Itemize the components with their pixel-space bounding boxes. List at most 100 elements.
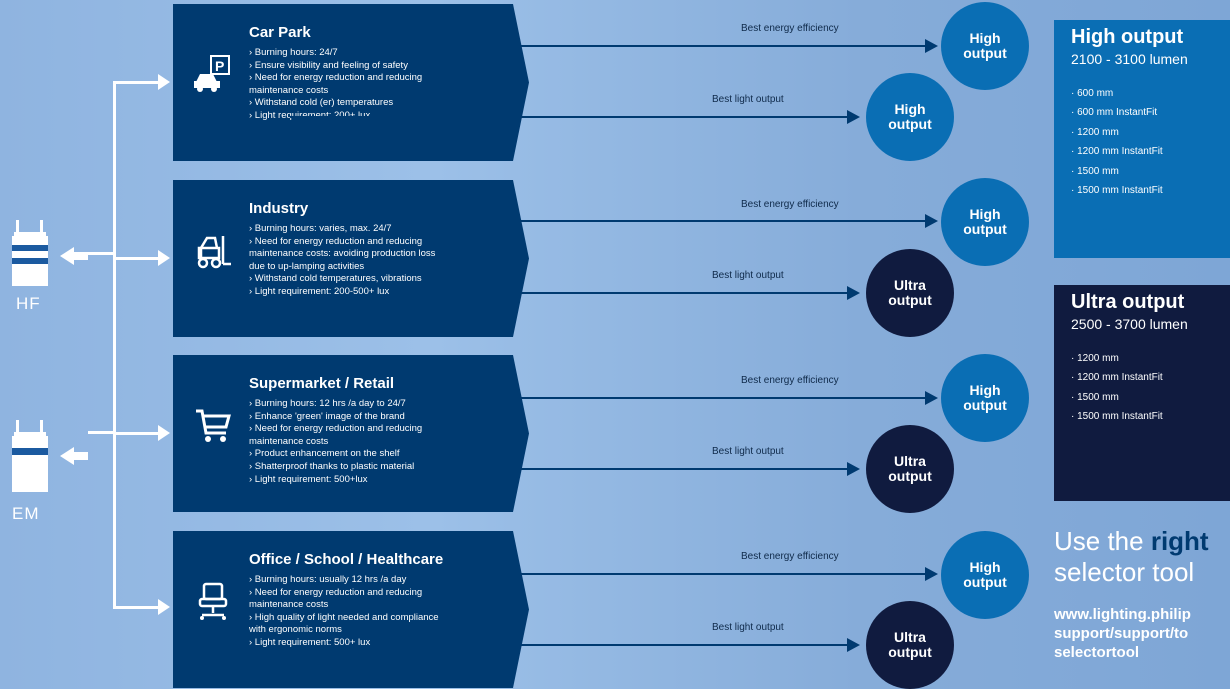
bullet-item: › Burning hours: 12 hrs /a day to 24/7 xyxy=(249,398,406,409)
selector-tool-heading: Use the right selector tool xyxy=(1054,526,1209,588)
connector-hf-link xyxy=(88,252,116,255)
result-line: High xyxy=(969,559,1001,575)
sector-card-car-park: P Car Park › Burning hours: 24/7 › Ensur… xyxy=(173,4,529,161)
shopping-cart-icon xyxy=(196,409,231,442)
url-line[interactable]: www.lighting.philip xyxy=(1054,606,1191,623)
bullet-item: › Need for energy reduction and reducing xyxy=(249,235,423,247)
result-line: output xyxy=(888,116,932,132)
bullet-item: › Ensure visibility and feeling of safet… xyxy=(249,59,408,71)
connector-branch-car-park xyxy=(113,81,161,84)
connector-branch-office xyxy=(113,606,161,609)
flow-line xyxy=(515,573,927,575)
bullet-item: with ergonomic norms xyxy=(249,624,342,636)
parking-car-icon: P xyxy=(194,55,230,92)
result-line: Ultra xyxy=(894,629,926,645)
arrow-right-icon xyxy=(847,110,860,124)
bullet-item: › Need for energy reduction and reducing xyxy=(249,586,423,598)
connector-branch-industry xyxy=(113,257,161,260)
bullet-item: › High quality of light needed and compl… xyxy=(249,611,439,623)
flow-label: Best energy efficiency xyxy=(741,23,839,34)
product-title: Ultra output xyxy=(1071,291,1185,313)
result-line: output xyxy=(888,292,932,308)
list-item: · 1200 mm InstantFit xyxy=(1071,146,1163,158)
bullet-item: › Light requirement: 200+ lux xyxy=(249,109,370,121)
product-card-high-output: High output 2100 - 3100 lumen · 600 mm ·… xyxy=(1054,20,1230,258)
arrow-right-icon xyxy=(925,567,938,581)
result-line: output xyxy=(888,468,932,484)
list-item: · 600 mm xyxy=(1071,88,1114,99)
result-line: output xyxy=(963,574,1007,590)
product-list: · 600 mm · 600 mm InstantFit · 1200 mm ·… xyxy=(1071,84,1163,200)
product-lumen: 2100 - 3100 lumen xyxy=(1071,51,1188,67)
office-chair-icon xyxy=(198,582,228,620)
list-item: · 1500 mm InstantFit xyxy=(1071,185,1163,197)
product-card-ultra-output: Ultra output 2500 - 3700 lumen · 1200 mm… xyxy=(1054,285,1230,501)
flow-line xyxy=(470,468,849,470)
bullet-item: maintenance costs: avoiding production l… xyxy=(249,248,436,260)
connector-trunk xyxy=(113,82,116,608)
bullet-item: › Burning hours: usually 12 hrs /a day xyxy=(249,574,407,585)
bullet-item: maintenance costs xyxy=(249,84,329,96)
product-lumen: 2500 - 3700 lumen xyxy=(1071,316,1188,332)
arrow-right-icon xyxy=(158,74,170,90)
result-line: High xyxy=(894,101,926,117)
flow-label: Best light output xyxy=(712,270,784,281)
bullet-item: › Need for energy reduction and reducing xyxy=(249,423,423,435)
sector-bullets: › Burning hours: 12 hrs /a day to 24/7 ›… xyxy=(249,398,489,486)
bullet-item: › Shatterproof thanks to plastic materia… xyxy=(249,460,415,472)
flow-line xyxy=(515,397,927,399)
connector-em-link xyxy=(88,431,116,434)
url-line[interactable]: selectortool xyxy=(1054,644,1140,661)
flow-line xyxy=(470,644,849,646)
hf-tube-device-icon xyxy=(12,220,88,286)
arrow-right-icon xyxy=(847,462,860,476)
bullet-item: › Burning hours: 24/7 xyxy=(249,47,338,58)
arrow-right-icon xyxy=(847,638,860,652)
bullet-item: › Light requirement: 500+lux xyxy=(249,473,368,485)
flow-line xyxy=(515,45,927,47)
arrow-right-icon xyxy=(158,599,170,615)
product-title: High output xyxy=(1071,26,1184,48)
arrow-right-icon xyxy=(847,286,860,300)
svg-text:P: P xyxy=(215,58,224,74)
result-line: output xyxy=(963,221,1007,237)
sector-title: Office / School / Healthcare xyxy=(249,551,444,568)
flow-line xyxy=(290,116,849,118)
flow-label: Best energy efficiency xyxy=(741,551,839,562)
result-line: High xyxy=(969,206,1001,222)
bullet-item: › Withstand cold temperatures, vibration… xyxy=(249,273,422,285)
product-list: · 1200 mm · 1200 mm InstantFit · 1500 mm… xyxy=(1071,349,1163,427)
bullet-item: › Enhance 'green' image of the brand xyxy=(249,410,405,422)
sector-card-office-school-healthcare: Office / School / Healthcare › Burning h… xyxy=(173,531,529,688)
url-line[interactable]: support/support/to xyxy=(1054,625,1189,642)
flow-label: Best energy efficiency xyxy=(741,375,839,386)
em-label: EM xyxy=(12,504,40,523)
bullet-item: › Withstand cold (er) temperatures xyxy=(249,97,394,109)
selector-line1-bold: right xyxy=(1150,526,1209,556)
list-item: · 1500 mm xyxy=(1071,391,1119,403)
sector-bullets: › Burning hours: 24/7 › Ensure visibilit… xyxy=(249,47,489,123)
result-line: output xyxy=(963,397,1007,413)
flow-line xyxy=(515,220,927,222)
bullet-item: › Burning hours: varies, max. 24/7 xyxy=(249,223,392,234)
sector-card-supermarket-retail: Supermarket / Retail › Burning hours: 12… xyxy=(173,355,529,512)
sector-bullets: › Burning hours: varies, max. 24/7 › Nee… xyxy=(249,223,489,299)
arrow-right-icon xyxy=(925,39,938,53)
em-tube-device-icon xyxy=(12,420,88,492)
flow-label: Best light output xyxy=(712,446,784,457)
selector-tool-url[interactable]: www.lighting.philip support/support/to s… xyxy=(1054,605,1191,662)
flow-label: Best energy efficiency xyxy=(741,199,839,210)
connector-branch-supermarket xyxy=(113,432,161,435)
result-line: Ultra xyxy=(894,453,926,469)
sector-bullets: › Burning hours: usually 12 hrs /a day ›… xyxy=(249,574,489,650)
list-item: · 1500 mm InstantFit xyxy=(1071,411,1163,423)
hf-label: HF xyxy=(16,294,41,313)
arrow-right-icon xyxy=(158,250,170,266)
list-item: · 600 mm InstantFit xyxy=(1071,107,1158,119)
result-line: output xyxy=(963,45,1007,61)
result-line: Ultra xyxy=(894,277,926,293)
